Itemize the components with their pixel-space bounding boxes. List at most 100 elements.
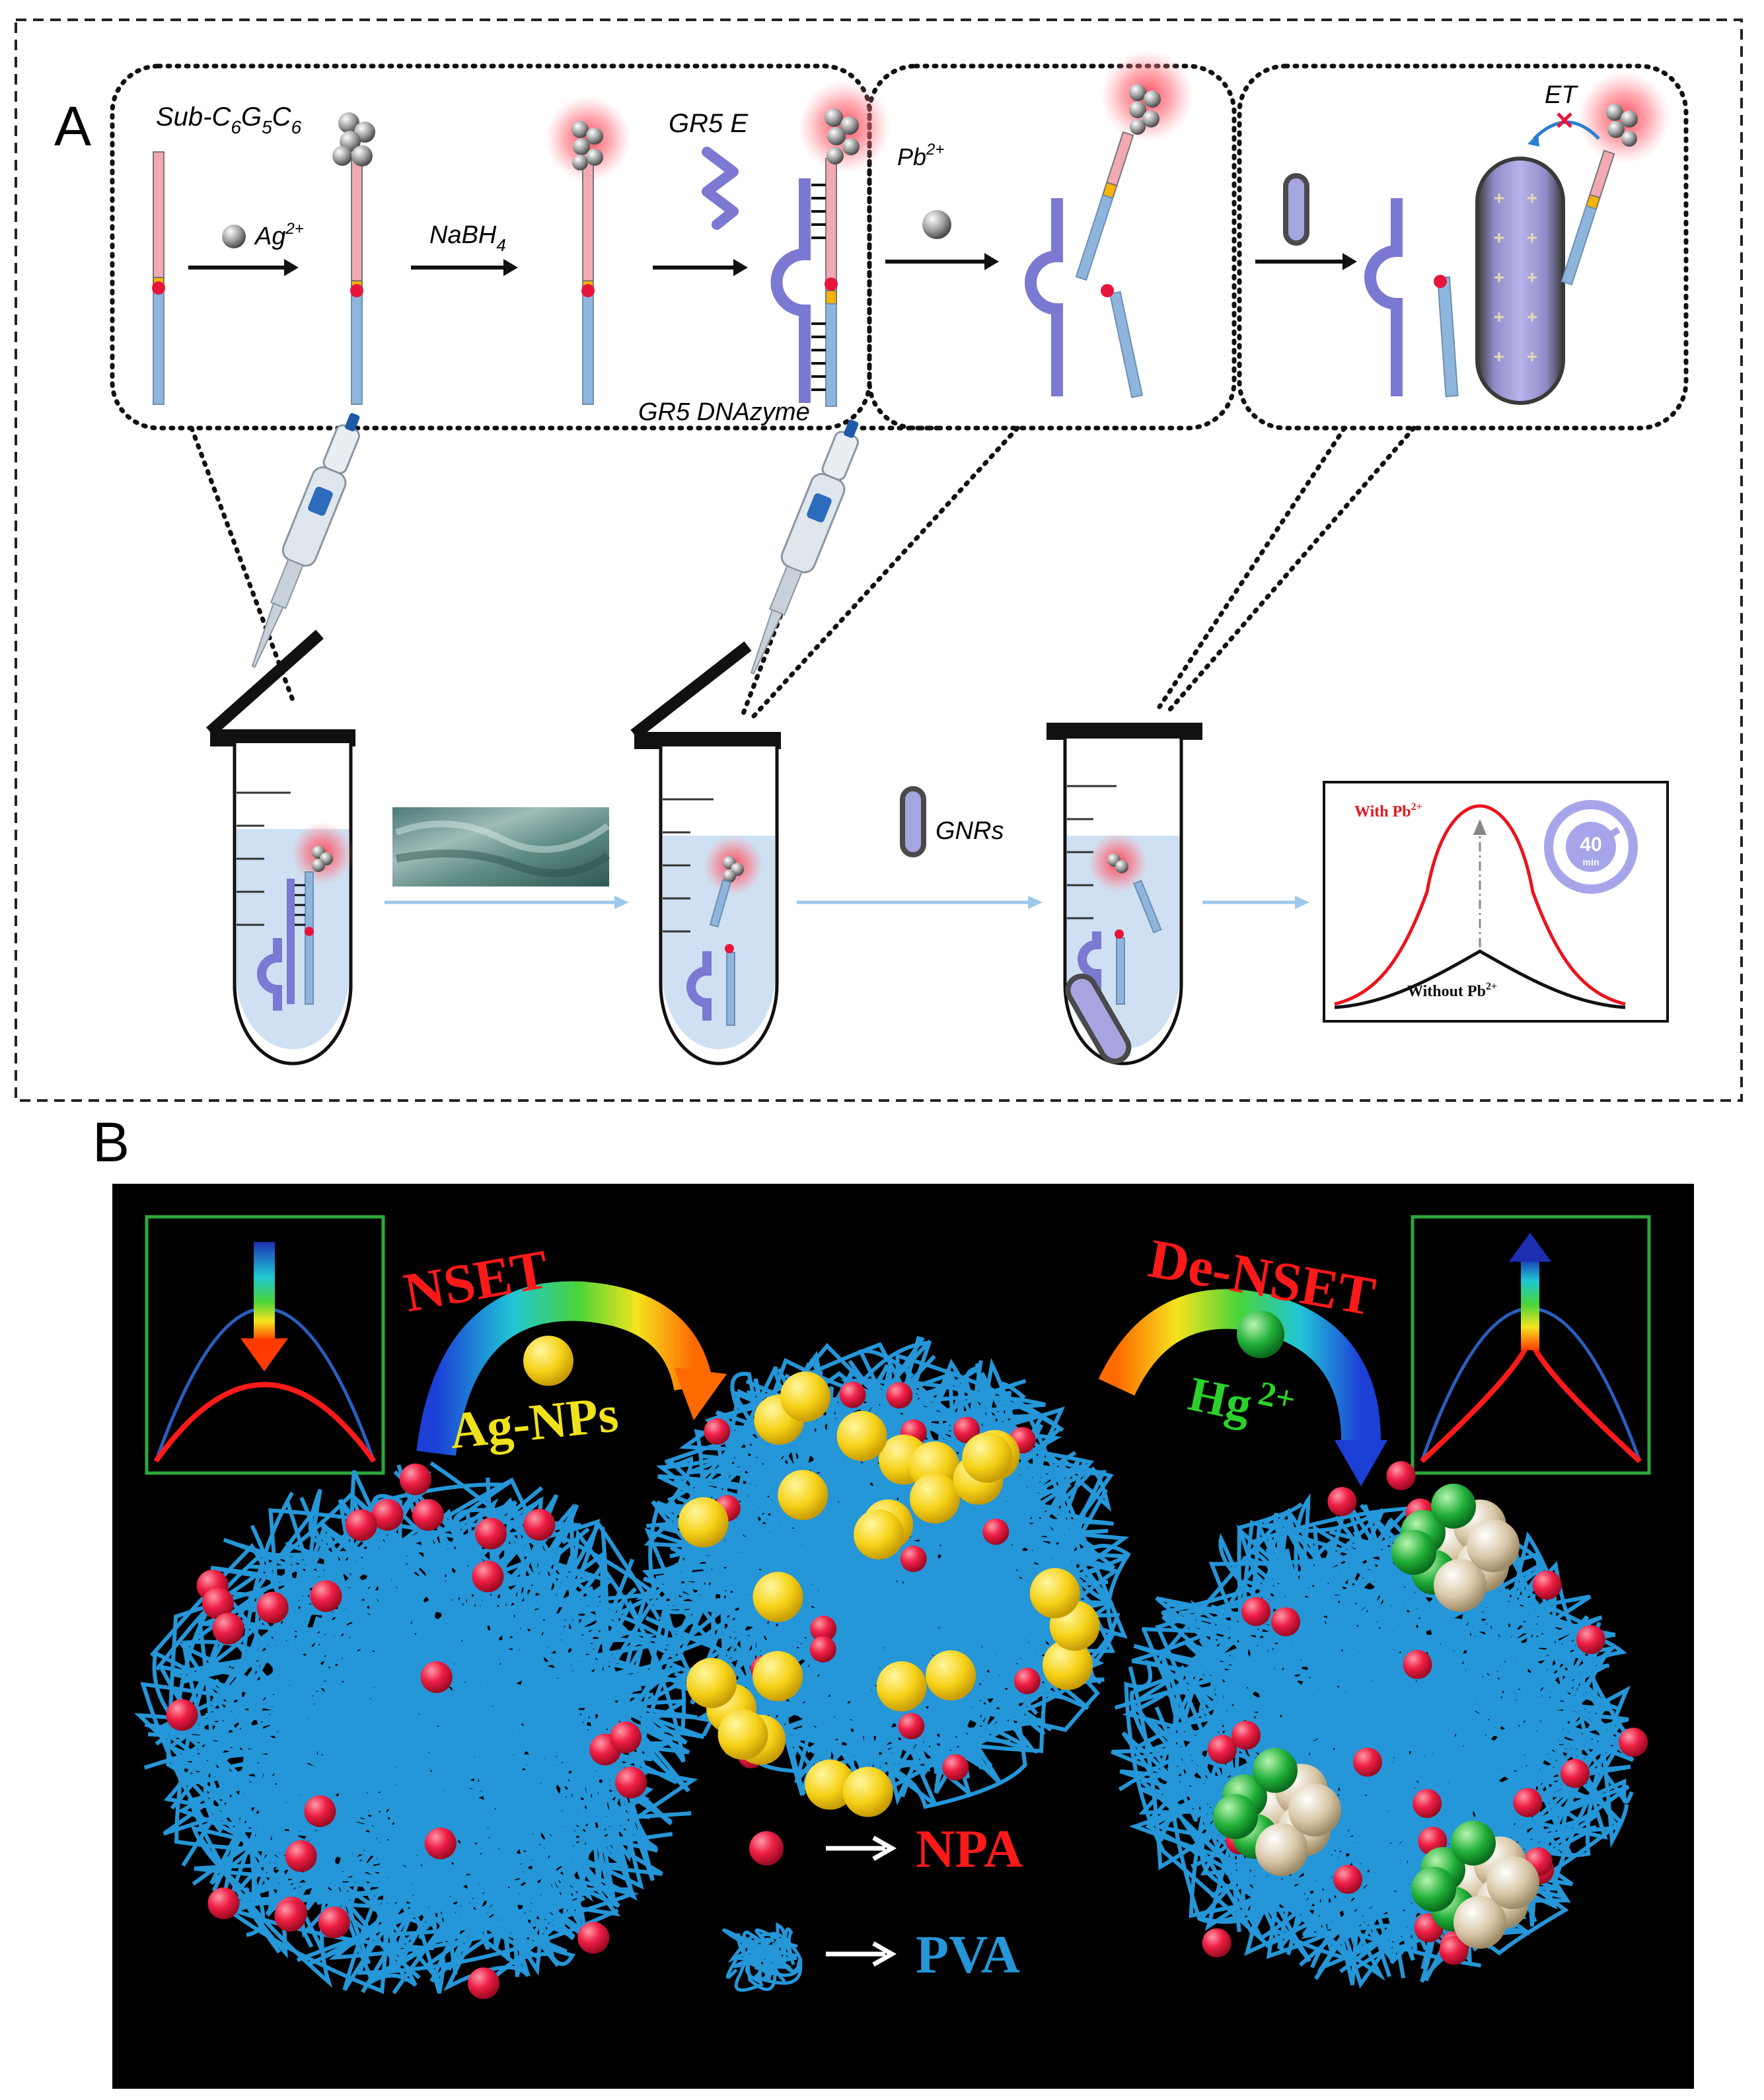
- npa-dot: [1439, 1936, 1469, 1965]
- npa-dot: [886, 1382, 913, 1409]
- npa-dot: [1208, 1735, 1237, 1764]
- curve-with-pb: [1334, 804, 1626, 1006]
- npa-dot: [420, 1661, 453, 1693]
- legend-pva-icon: [722, 1922, 803, 1992]
- ag-np: [678, 1497, 729, 1548]
- ag-np-icon: [523, 1336, 573, 1386]
- hg-cluster-particle: [1434, 1559, 1487, 1612]
- ag-np: [910, 1473, 960, 1524]
- npa-dot: [371, 1499, 404, 1531]
- npa-dot: [399, 1463, 431, 1496]
- hg-cluster-particle: [1451, 1821, 1496, 1865]
- substrate-strand-2: [332, 112, 375, 405]
- npa-dot: [809, 1636, 836, 1663]
- gnrs-label: GNRs: [936, 817, 1004, 845]
- flow-arrow-2: [797, 896, 1043, 909]
- npa-dots-left: [166, 1463, 647, 2000]
- npa-dot: [1353, 1747, 1382, 1777]
- npa-dot: [304, 1795, 336, 1827]
- hg-cluster-particle: [1253, 1748, 1298, 1793]
- substrate-label: Sub-C6G5C6: [156, 102, 302, 137]
- legend-npa-icon: [749, 1831, 784, 1865]
- pva-chain: [302, 1848, 587, 1977]
- npa-dot: [1386, 1461, 1416, 1490]
- pva-chain: [1231, 1605, 1629, 1884]
- gr5e-arrow: [653, 259, 748, 276]
- npa-dot: [1231, 1720, 1261, 1750]
- npa-dot: [1327, 1487, 1357, 1516]
- npa-dot: [1576, 1625, 1605, 1655]
- nabh4-label: NaBH4: [429, 221, 506, 255]
- panel-b: B NSET Ag-NPs De-NSET Hg2+: [92, 1111, 1694, 2089]
- pb-label: Pb2+: [897, 141, 944, 170]
- npa-dot: [274, 1900, 307, 1932]
- curve-without-pb: [1334, 949, 1626, 1009]
- ag-np: [854, 1509, 904, 1560]
- pva-chain: [155, 1541, 540, 1752]
- npa-dot: [212, 1612, 244, 1645]
- curve-with-label: With Pb2+: [1354, 801, 1422, 820]
- ag-np: [805, 1759, 856, 1810]
- npa-dot: [472, 1560, 504, 1593]
- pb-ion-icon: [922, 210, 951, 239]
- legend-pva-label: PVA: [916, 1924, 1020, 1984]
- nabh4-arrow: NaBH4: [411, 221, 518, 276]
- ag-np: [717, 1710, 768, 1760]
- pva-chain: [295, 1507, 533, 1860]
- npa-dot: [207, 1887, 240, 1920]
- hg-cluster-particle: [1213, 1794, 1258, 1839]
- hg-cluster-particle: [1453, 1896, 1506, 1949]
- gr5e-label: GR5 E: [669, 109, 749, 138]
- pva-chain: [249, 1503, 601, 1699]
- hg-clusters-right: [1213, 1484, 1539, 1949]
- hg-cluster-particle: [1255, 1823, 1308, 1876]
- npa-dot: [1202, 1928, 1231, 1958]
- nset-arrow: [416, 1281, 714, 1456]
- gnr-arrow: [1255, 253, 1357, 270]
- pva-chain: [1235, 1511, 1493, 1869]
- pva-chain: [758, 1379, 1046, 1738]
- ag-np: [926, 1650, 976, 1701]
- tube-3: [1047, 723, 1202, 1066]
- cleaved-complex: [1025, 50, 1193, 398]
- npa-dot: [900, 1545, 927, 1572]
- gold-nanorod: [1475, 157, 1565, 405]
- npa-dot: [942, 1754, 969, 1781]
- npa-dot: [898, 1713, 925, 1739]
- npa-dot: [1561, 1758, 1590, 1788]
- npa-dot: [285, 1840, 317, 1872]
- npa-dot: [1013, 1667, 1041, 1694]
- ag-np: [962, 1432, 1013, 1483]
- pva-chain: [1397, 1531, 1557, 1970]
- pva-chain: [346, 1576, 643, 1944]
- npa-dot: [1271, 1607, 1300, 1637]
- npa-dot: [1619, 1727, 1648, 1757]
- panel-a-label: A: [54, 95, 91, 157]
- npa-dot: [318, 1906, 350, 1939]
- timer-icon: 40 min: [1544, 800, 1638, 894]
- hg-cluster-particle: [1487, 1856, 1539, 1909]
- flow-arrow-1: [385, 896, 629, 909]
- gr5-dnazyme-complex: [770, 81, 891, 407]
- gnr-icon: [1283, 173, 1309, 246]
- substrate-strand-3: [545, 96, 631, 405]
- pva-chain: [736, 1933, 793, 1970]
- npa-dot: [577, 1922, 610, 1954]
- inset-recover: [1411, 1215, 1651, 1475]
- ag-nps-center: [678, 1371, 1100, 1817]
- npa-dot: [982, 1518, 1010, 1545]
- ag-np: [1043, 1640, 1093, 1690]
- hg-ion-icon: [1237, 1311, 1284, 1358]
- npa-dot: [609, 1721, 642, 1753]
- pb-arrow: [885, 253, 999, 270]
- pva-chain: [1241, 1552, 1608, 1967]
- pva-chain: [176, 1527, 636, 1912]
- legend: NPA PVA: [722, 1819, 1023, 1992]
- ag-np: [753, 1572, 803, 1622]
- gr5e-enzyme-icon: [702, 147, 739, 230]
- ag-ion-icon: [222, 225, 246, 248]
- npa-dot: [468, 1967, 499, 2000]
- ag-np: [780, 1371, 830, 1422]
- pva-chain: [1214, 1533, 1556, 1917]
- pva-chain: [1130, 1535, 1510, 1951]
